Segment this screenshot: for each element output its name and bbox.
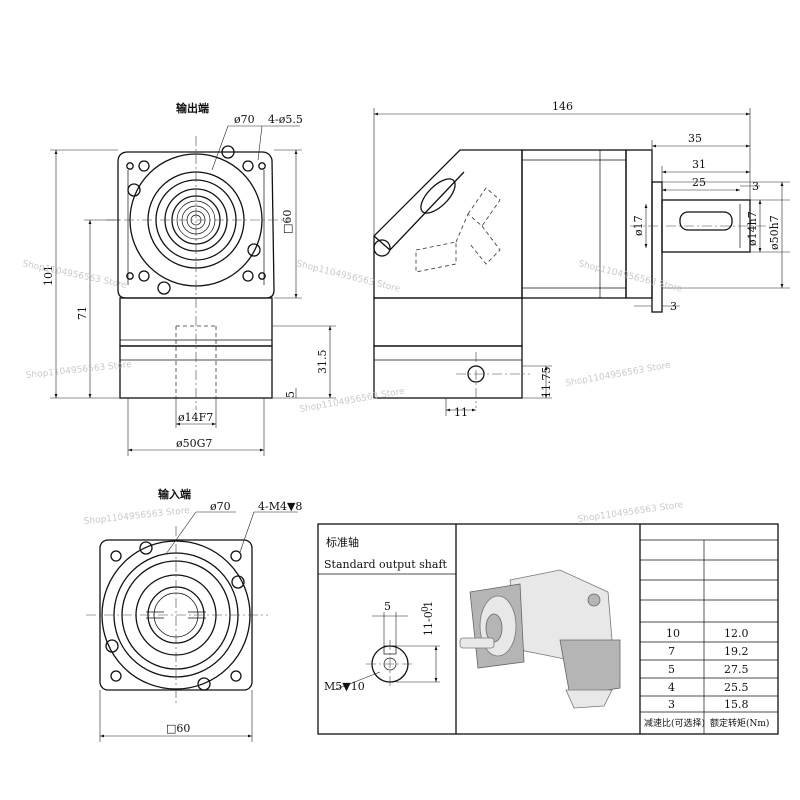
shaft-key-width-label: 5 [384, 600, 391, 613]
ratio-cell: 7 [668, 645, 675, 658]
shaft-title-en: Standard output shaft [324, 558, 448, 571]
shaft-key-height-label: 11-0.1 [422, 601, 435, 636]
output-pilot-label: ø50G7 [176, 437, 212, 450]
side-key-25-label: 25 [692, 176, 706, 189]
side-flange-3-label: 3 [670, 300, 677, 313]
detail-box [317, 523, 779, 735]
side-spigot-label: ø50h7 [768, 215, 781, 250]
side-width-11-label: 11 [454, 406, 468, 419]
torque-cell: 25.5 [724, 681, 749, 694]
product-photo [459, 569, 621, 709]
side-shaft-35-label: 35 [688, 132, 702, 145]
input-end-view [86, 511, 298, 742]
watermark-text: Shop1104956563 Store [83, 506, 190, 527]
watermark-text: Shop1104956563 Store [299, 387, 406, 415]
watermark-text: Shop1104956563 Store [295, 259, 401, 295]
ratio-cell: 4 [668, 681, 675, 694]
ratio-cell: 5 [668, 663, 675, 676]
side-gap-3-label: 3 [752, 180, 759, 193]
watermark-text: Shop1104956563 Store [577, 500, 684, 525]
output-height-71-label: 71 [76, 306, 89, 320]
output-height-101-label: 101 [42, 265, 55, 286]
shaft-key-tol-label: 0 [421, 606, 431, 612]
ratio-column-header: 减速比(可选择) [644, 717, 705, 729]
side-length-label: 146 [552, 100, 573, 113]
output-square-label: □60 [281, 210, 294, 234]
torque-column-header: 额定转矩(Nm) [710, 717, 769, 729]
watermark-layer: Shop1104956563 Store Shop1104956563 Stor… [21, 259, 684, 527]
watermark-text: Shop1104956563 Store [21, 259, 128, 291]
ratio-cell: 10 [666, 627, 680, 640]
torque-cell: 19.2 [724, 645, 749, 658]
output-holes-label: 4-ø5.5 [268, 113, 303, 126]
input-view-label: 输入端 [158, 487, 191, 501]
watermark-text: Shop1104956563 Store [25, 360, 132, 381]
torque-cell: 12.0 [724, 627, 749, 640]
input-threads-label: 4-M4▼8 [258, 500, 302, 513]
side-shaft-31-label: 31 [692, 158, 706, 171]
watermark-text: Shop1104956563 Store [565, 361, 672, 389]
output-end-view [50, 125, 336, 456]
input-bolt-circle-label: ø70 [210, 500, 231, 513]
ratio-cell: 3 [668, 698, 675, 711]
side-shaft-dia-label: ø14h7 [746, 211, 759, 246]
torque-cell: 15.8 [724, 698, 749, 711]
side-view [373, 108, 790, 416]
watermark-text: Shop1104956563 Store [577, 259, 683, 295]
side-key-dia-label: ø17 [632, 215, 645, 236]
output-bolt-circle-label: ø70 [234, 113, 255, 126]
side-height-11-75-label: 11.75 [540, 367, 553, 399]
output-view-label: 输出端 [176, 101, 209, 115]
output-bore-label: ø14F7 [178, 411, 213, 424]
ratio-table: 10 12.0 7 19.2 5 27.5 4 25.5 3 15.8 减速比(… [644, 627, 769, 729]
shaft-title-cn: 标准轴 [326, 535, 359, 549]
output-height-31-5-label: 31.5 [316, 350, 329, 375]
input-square-label: □60 [166, 722, 190, 735]
output-depth-5-label: 5 [284, 391, 297, 398]
shaft-tap-label: M5▼10 [324, 680, 365, 693]
torque-cell: 27.5 [724, 663, 749, 676]
